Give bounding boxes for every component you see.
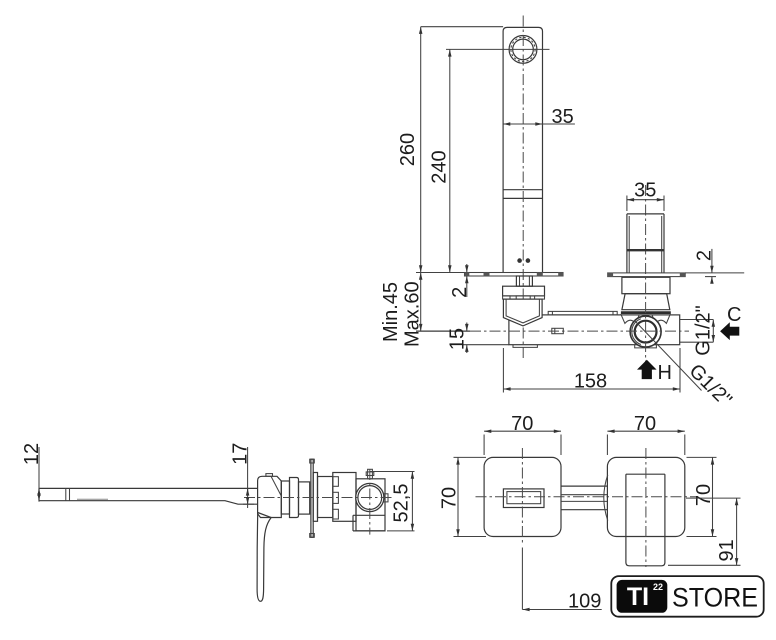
svg-text:70: 70: [634, 413, 656, 435]
svg-text:12: 12: [21, 443, 43, 465]
svg-text:TI: TI: [627, 583, 649, 611]
svg-text:G1/2": G1/2": [693, 305, 715, 355]
svg-text:H: H: [658, 362, 672, 384]
svg-text:158: 158: [574, 370, 607, 392]
svg-text:70: 70: [438, 487, 460, 509]
svg-text:STORE: STORE: [672, 583, 758, 613]
svg-text:2: 2: [449, 287, 471, 298]
svg-text:22: 22: [653, 582, 663, 592]
svg-text:91: 91: [716, 539, 738, 561]
svg-text:C: C: [727, 304, 741, 326]
svg-text:240: 240: [428, 150, 450, 183]
svg-text:70: 70: [511, 413, 533, 435]
svg-text:70: 70: [693, 484, 715, 506]
svg-text:260: 260: [397, 133, 419, 166]
svg-text:17: 17: [230, 443, 252, 465]
svg-text:52,5: 52,5: [390, 484, 412, 523]
svg-text:Max.60: Max.60: [401, 281, 423, 347]
svg-text:35: 35: [551, 106, 573, 128]
svg-text:35: 35: [634, 179, 656, 201]
svg-text:15: 15: [447, 328, 469, 350]
svg-text:Min.45: Min.45: [380, 282, 402, 342]
svg-text:109: 109: [568, 591, 601, 613]
svg-text:2: 2: [693, 250, 715, 261]
svg-text:G1/2": G1/2": [685, 360, 736, 411]
